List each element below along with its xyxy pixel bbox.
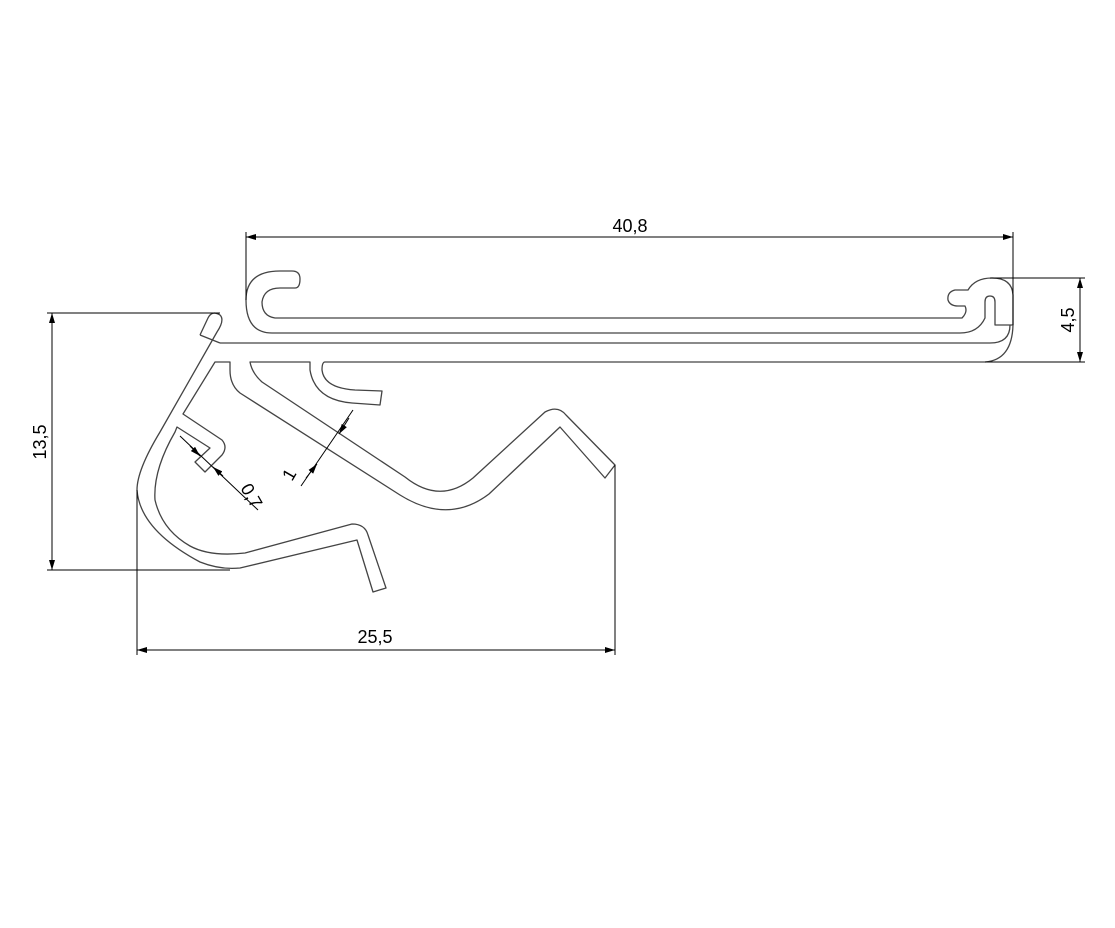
cover-profile-hatched [245, 270, 1014, 334]
dim-label-width-top: 40,8 [612, 216, 647, 236]
dim-label-width-bottom: 25,5 [357, 627, 392, 647]
dim-label-clip-thickness: 0,7 [237, 480, 267, 512]
base-profile-stem [199, 334, 221, 344]
base-profile [136, 312, 1014, 593]
dim-label-height-left: 13,5 [30, 424, 50, 459]
dim-label-height-right: 4,5 [1058, 307, 1078, 332]
dim-label-wall-thickness: 1 [278, 465, 300, 484]
